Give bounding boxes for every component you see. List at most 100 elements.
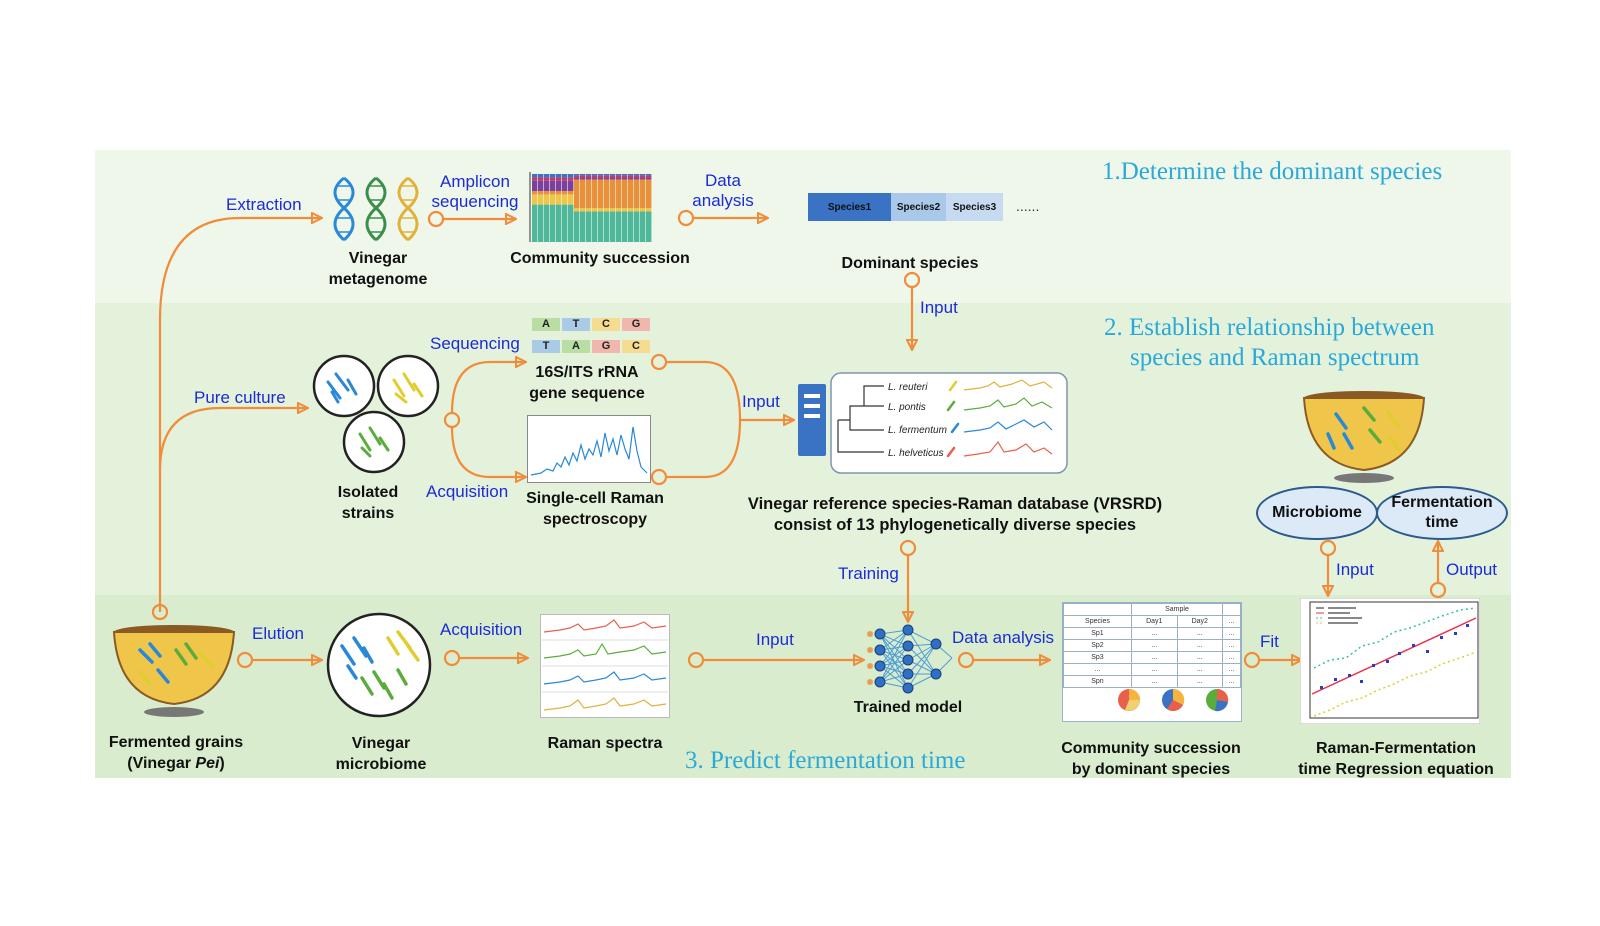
stack-segment bbox=[628, 211, 634, 242]
stack-segment bbox=[562, 174, 568, 178]
stack-segment bbox=[634, 174, 640, 176]
table-col-species: Species bbox=[1063, 615, 1132, 628]
stack-segment bbox=[598, 208, 604, 212]
nucleotide-g1: G bbox=[622, 318, 650, 331]
stack-segment bbox=[610, 208, 616, 212]
stack-segment bbox=[568, 191, 574, 195]
stack-segment bbox=[646, 175, 652, 178]
section-1-title: 1.Determine the dominant species bbox=[1102, 158, 1443, 185]
elution-circle bbox=[236, 651, 254, 669]
stack-segment bbox=[562, 177, 568, 181]
vinegar-microbiome-icon bbox=[326, 612, 432, 718]
stack-segment bbox=[544, 177, 550, 181]
stack-segment bbox=[610, 179, 616, 208]
stack-segment bbox=[574, 208, 580, 212]
stack-segment bbox=[538, 204, 544, 242]
stack-segment bbox=[616, 177, 622, 180]
stack-segment bbox=[544, 174, 550, 178]
stack-segment bbox=[646, 179, 652, 208]
stack-segment bbox=[556, 191, 562, 195]
nucleotide-t2: T bbox=[532, 340, 560, 353]
stack-segment bbox=[562, 191, 568, 195]
stack-segment bbox=[592, 179, 598, 208]
stack-segment bbox=[622, 208, 628, 212]
stack-segment bbox=[604, 174, 610, 176]
stack-segment bbox=[610, 174, 616, 176]
database-icon bbox=[798, 384, 826, 456]
section-3-title: 3. Predict fermentation time bbox=[685, 747, 966, 774]
stack-segment bbox=[610, 175, 616, 178]
tree-species-2: L. pontis bbox=[888, 402, 926, 413]
stack-segment bbox=[568, 180, 574, 191]
table-col-day1: Day1 bbox=[1130, 615, 1178, 628]
trunk-start-circle bbox=[151, 603, 169, 621]
nucleotide-a1: A bbox=[532, 318, 560, 331]
dominant-species-label: Dominant species bbox=[841, 255, 979, 272]
fermented-grains-bowl-icon bbox=[112, 625, 236, 717]
stack-segment bbox=[628, 208, 634, 212]
trained-model-label: Trained model bbox=[853, 699, 963, 716]
stack-segment bbox=[532, 177, 538, 181]
stack-segment bbox=[580, 175, 586, 178]
community-succession-chart bbox=[529, 172, 652, 242]
edge-label-acquisition-mid: Acquisition bbox=[426, 482, 509, 501]
dominant-down-circle bbox=[903, 271, 921, 289]
stack-segment bbox=[586, 208, 592, 212]
stack-segment bbox=[598, 177, 604, 180]
stack-segment bbox=[640, 174, 646, 176]
nucleotide-a2: A bbox=[562, 340, 590, 353]
stack-segment bbox=[640, 175, 646, 178]
fermented-grains-label: Fermented grains (Vinegar Pei) bbox=[108, 734, 244, 772]
stack-segment bbox=[634, 175, 640, 178]
stack-segment bbox=[622, 177, 628, 180]
edge-label-input-mid: Input bbox=[742, 392, 780, 411]
stack-segment bbox=[574, 177, 580, 180]
stack-segment bbox=[538, 191, 544, 195]
stack-segment bbox=[598, 179, 604, 208]
stack-segment bbox=[634, 208, 640, 212]
vrsrd-tree-panel: L. reuteri L. pontis L. fermentum L. hel… bbox=[830, 372, 1068, 474]
table-row-label: Sp1 bbox=[1063, 627, 1132, 640]
table-col-more: ... bbox=[1222, 615, 1241, 628]
stack-segment bbox=[562, 194, 568, 205]
stack-segment bbox=[562, 204, 568, 242]
species2-box: Species2 bbox=[891, 193, 946, 221]
stack-segment bbox=[568, 194, 574, 205]
stack-segment bbox=[550, 177, 556, 181]
stack-segment bbox=[646, 211, 652, 242]
merge-connector-top bbox=[666, 360, 742, 421]
table-row-label: Sp2 bbox=[1063, 639, 1132, 652]
community-table-panel: Sample Species Day1 Day2 ... Sp1........… bbox=[1062, 602, 1242, 722]
stack-segment bbox=[568, 177, 574, 181]
stack-segment bbox=[580, 177, 586, 180]
stack-segment bbox=[598, 211, 604, 242]
stack-segment bbox=[604, 208, 610, 212]
stack-segment bbox=[580, 208, 586, 212]
stack-segment bbox=[586, 177, 592, 180]
microbiome-ellipse: Microbiome bbox=[1256, 486, 1378, 540]
stack-segment bbox=[622, 174, 628, 176]
stack-segment bbox=[622, 211, 628, 242]
stack-segment bbox=[538, 180, 544, 191]
trunk-connector bbox=[158, 218, 322, 612]
nucleotide-c1: C bbox=[592, 318, 620, 331]
species-more: ...... bbox=[1016, 198, 1040, 214]
stack-segment bbox=[592, 211, 598, 242]
stack-segment bbox=[574, 175, 580, 178]
stack-segment bbox=[628, 177, 634, 180]
stack-segment bbox=[550, 174, 556, 178]
nucleotide-c2: C bbox=[622, 340, 650, 353]
stack-segment bbox=[580, 179, 586, 208]
raman-out-circle bbox=[650, 468, 668, 486]
sequencing-connector bbox=[450, 362, 526, 414]
stack-segment bbox=[544, 191, 550, 195]
edge-label-training: Training bbox=[838, 564, 899, 583]
